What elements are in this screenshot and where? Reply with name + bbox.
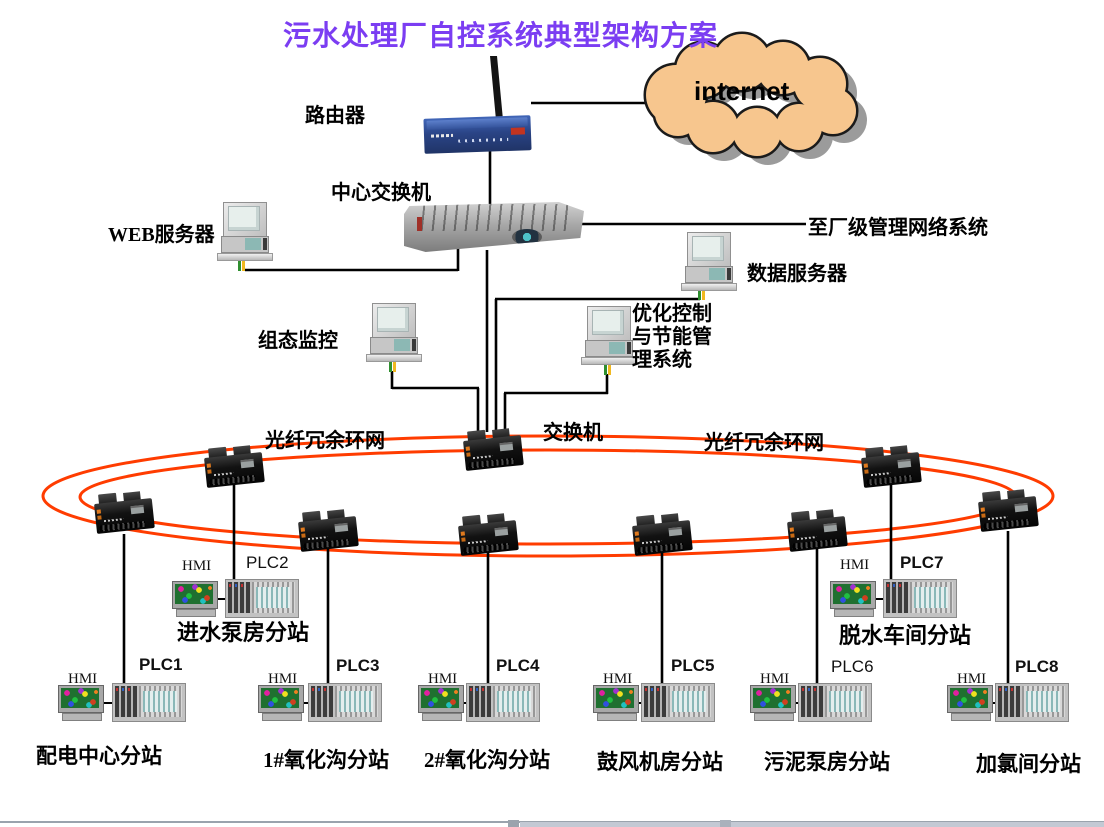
fiber-ring-label-left: 光纤冗余环网 xyxy=(265,430,385,452)
ring-switch-upper-left-icon xyxy=(203,443,265,489)
ring-switch-right-icon xyxy=(977,487,1039,533)
scada-workstation-icon xyxy=(364,303,422,362)
plc-rack-icon xyxy=(798,683,872,722)
patch-cables xyxy=(238,257,705,375)
ring-switch-upper-right-icon xyxy=(860,443,922,489)
hmi-panel-icon xyxy=(947,685,993,721)
ring-switch-bottom1-icon xyxy=(297,507,359,553)
fiber-ring-outer xyxy=(41,434,1055,558)
plc-label: PLC2 xyxy=(246,553,289,572)
hmi-label: HMI xyxy=(957,671,987,687)
hmi-panel-icon xyxy=(418,685,464,721)
router-icon xyxy=(423,115,532,154)
internet-cloud-icon xyxy=(643,31,867,165)
data-server-icon xyxy=(679,232,737,291)
network-cables xyxy=(122,101,1010,684)
station-label: 配电中心分站 xyxy=(36,744,162,768)
station-label: 脱水车间分站 xyxy=(839,623,972,648)
hmi-label: HMI xyxy=(68,671,98,687)
plc-rack-icon xyxy=(883,579,957,618)
plc-label: PLC8 xyxy=(1015,657,1059,676)
horizontal-scrollbar[interactable] xyxy=(0,820,1104,827)
page-title: 污水处理厂自控系统典型架构方案 xyxy=(283,21,719,52)
station-label: 污泥泵房分站 xyxy=(764,750,890,774)
data-server-label: 数据服务器 xyxy=(747,263,847,285)
hmi-panel-icon xyxy=(750,685,796,721)
plc-rack-icon xyxy=(308,683,382,722)
optimization-workstation-icon xyxy=(579,306,637,365)
optimization-line2: 与节能管 xyxy=(632,326,712,348)
hmi-panel-icon xyxy=(830,581,876,617)
hmi-label: HMI xyxy=(268,671,298,687)
plc-label: PLC5 xyxy=(671,656,715,675)
ring-switch-left-icon xyxy=(93,489,155,535)
hmi-label: HMI xyxy=(603,671,633,687)
ring-switch-bottom3-icon xyxy=(631,511,693,557)
fiber-ring-label-right: 光纤冗余环网 xyxy=(704,432,824,454)
ring-switch-label: 交换机 xyxy=(543,422,603,444)
ring-switch-bottom2-icon xyxy=(457,511,519,557)
hmi-label: HMI xyxy=(182,558,212,574)
station-label: 鼓风机房分站 xyxy=(597,750,723,774)
station-label: 1#氧化沟分站 xyxy=(263,748,389,772)
hmi-label: HMI xyxy=(760,671,790,687)
plc-rack-icon xyxy=(225,579,299,618)
router-label: 路由器 xyxy=(305,105,365,127)
plc-rack-icon xyxy=(641,683,715,722)
internet-label: internet xyxy=(694,76,790,106)
web-server-label: WEB服务器 xyxy=(108,224,215,246)
optimization-line1: 优化控制 xyxy=(632,303,712,325)
hmi-label: HMI xyxy=(428,671,458,687)
web-server-icon xyxy=(215,202,273,261)
plc-rack-icon xyxy=(466,683,540,722)
plc-label: PLC6 xyxy=(831,657,874,676)
hmi-panel-icon xyxy=(258,685,304,721)
hmi-panel-icon xyxy=(58,685,104,721)
station-label: 加氯间分站 xyxy=(976,752,1081,776)
ring-switch-top-icon xyxy=(462,426,524,472)
router-antenna-icon xyxy=(490,56,503,120)
hmi-label: HMI xyxy=(840,557,870,573)
plant-network-label: 至厂级管理网络系统 xyxy=(808,217,988,239)
plc-label: PLC7 xyxy=(900,553,944,572)
plc-label: PLC4 xyxy=(496,656,540,675)
plc-rack-icon xyxy=(995,683,1069,722)
hmi-panel-icon xyxy=(593,685,639,721)
central-switch-label: 中心交换机 xyxy=(331,182,431,204)
scrollbar-handle[interactable] xyxy=(508,820,519,827)
scrollbar-bar[interactable] xyxy=(520,821,1104,827)
ring-switch-bottom4-icon xyxy=(786,507,848,553)
plc-label: PLC1 xyxy=(139,655,183,674)
scrollbar-handle-secondary[interactable] xyxy=(720,820,731,827)
optimization-system-label: 优化控制 与节能管 理系统 xyxy=(632,303,712,372)
hmi-panel-icon xyxy=(172,581,218,617)
scada-monitor-label: 组态监控 xyxy=(258,330,338,352)
plc-rack-icon xyxy=(112,683,186,722)
station-label: 进水泵房分站 xyxy=(177,620,310,645)
optimization-line3: 理系统 xyxy=(632,349,692,371)
plc-label: PLC3 xyxy=(336,656,380,675)
station-label: 2#氧化沟分站 xyxy=(424,748,550,772)
